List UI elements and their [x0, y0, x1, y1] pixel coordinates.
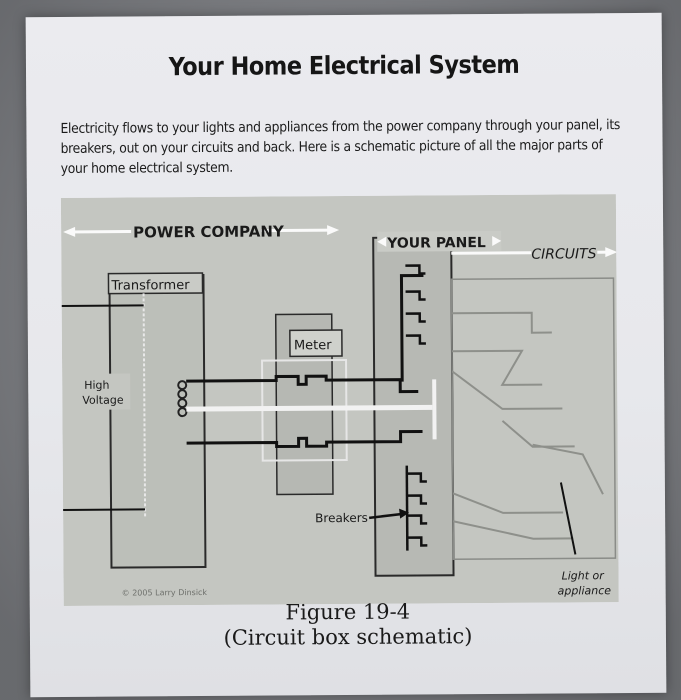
appliance-label: appliance	[558, 584, 612, 597]
breaker-bus	[405, 465, 409, 551]
breakers-top	[405, 264, 426, 345]
high-voltage-label-1: High	[84, 379, 109, 392]
transformer-core	[142, 293, 147, 518]
textbook-page: Your Home Electrical System Electricity …	[25, 12, 667, 698]
electrical-schematic: POWER COMPANY Transformer High Voltage M…	[60, 194, 619, 606]
transformer-label: Transformer	[110, 278, 190, 294]
breakers-label: Breakers	[315, 511, 368, 525]
light-or-label: Light or	[562, 569, 606, 582]
transformer-box	[108, 273, 207, 569]
branch-circuits	[451, 311, 604, 540]
neutral-wire	[186, 404, 433, 412]
transformer-coil	[177, 380, 188, 418]
figure-description: (Circuit box schematic)	[223, 624, 473, 650]
meter-label: Meter	[294, 338, 332, 353]
breakers-bottom	[406, 472, 428, 547]
figure-caption: Figure 19-4 (Circuit box schematic)	[30, 598, 666, 652]
panel-label: YOUR PANEL	[386, 235, 486, 252]
page-title: Your Home Electrical System	[168, 49, 520, 82]
breakers-pointer	[368, 512, 406, 520]
hot-wires	[186, 273, 424, 448]
high-voltage-label-bg	[80, 373, 131, 410]
high-voltage-line-top	[61, 304, 144, 307]
circuits-area	[450, 277, 617, 561]
appliance-pointer	[559, 482, 577, 555]
high-voltage-label-2: Voltage	[82, 394, 124, 407]
copyright-notice: © 2005 Larry Dinsick	[122, 588, 208, 598]
power-company-label: POWER COMPANY	[133, 222, 285, 241]
intro-paragraph: Electricity flows to your lights and app…	[60, 117, 621, 177]
power-company-arrow	[63, 225, 340, 237]
high-voltage-line-bottom	[63, 508, 146, 511]
meter-label-box	[289, 329, 343, 358]
panel-label-box	[377, 230, 502, 252]
transformer-label-box	[107, 272, 204, 295]
circuits-arrow	[451, 247, 618, 258]
circuits-label: CIRCUITS	[531, 246, 596, 262]
